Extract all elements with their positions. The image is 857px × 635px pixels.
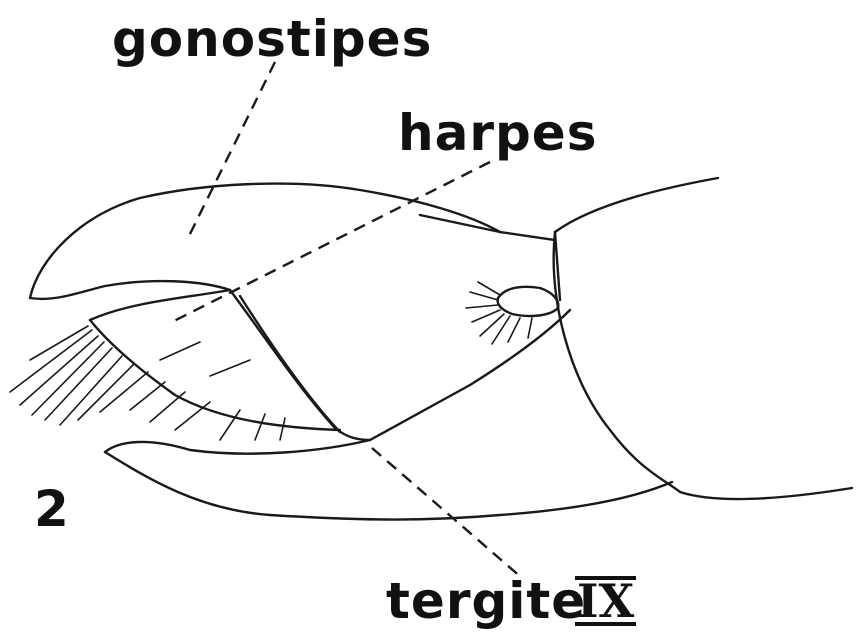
- gonostipes-label: gonostipes: [112, 14, 432, 64]
- tergite-leader: [372, 448, 522, 578]
- lower-lobe-outline: [105, 440, 672, 520]
- figure-number: 2: [34, 484, 69, 534]
- harpes-label: harpes: [398, 108, 597, 158]
- gonostipes-outline: [30, 184, 555, 299]
- small-appendage: [466, 282, 558, 344]
- setae: [10, 326, 285, 440]
- harpes-outline: [90, 290, 570, 440]
- gonostipes-leader: [188, 62, 275, 238]
- tergite-segment: [554, 178, 852, 499]
- tergite-numeral: IX: [575, 576, 636, 626]
- tergite-label: tergite: [386, 576, 586, 626]
